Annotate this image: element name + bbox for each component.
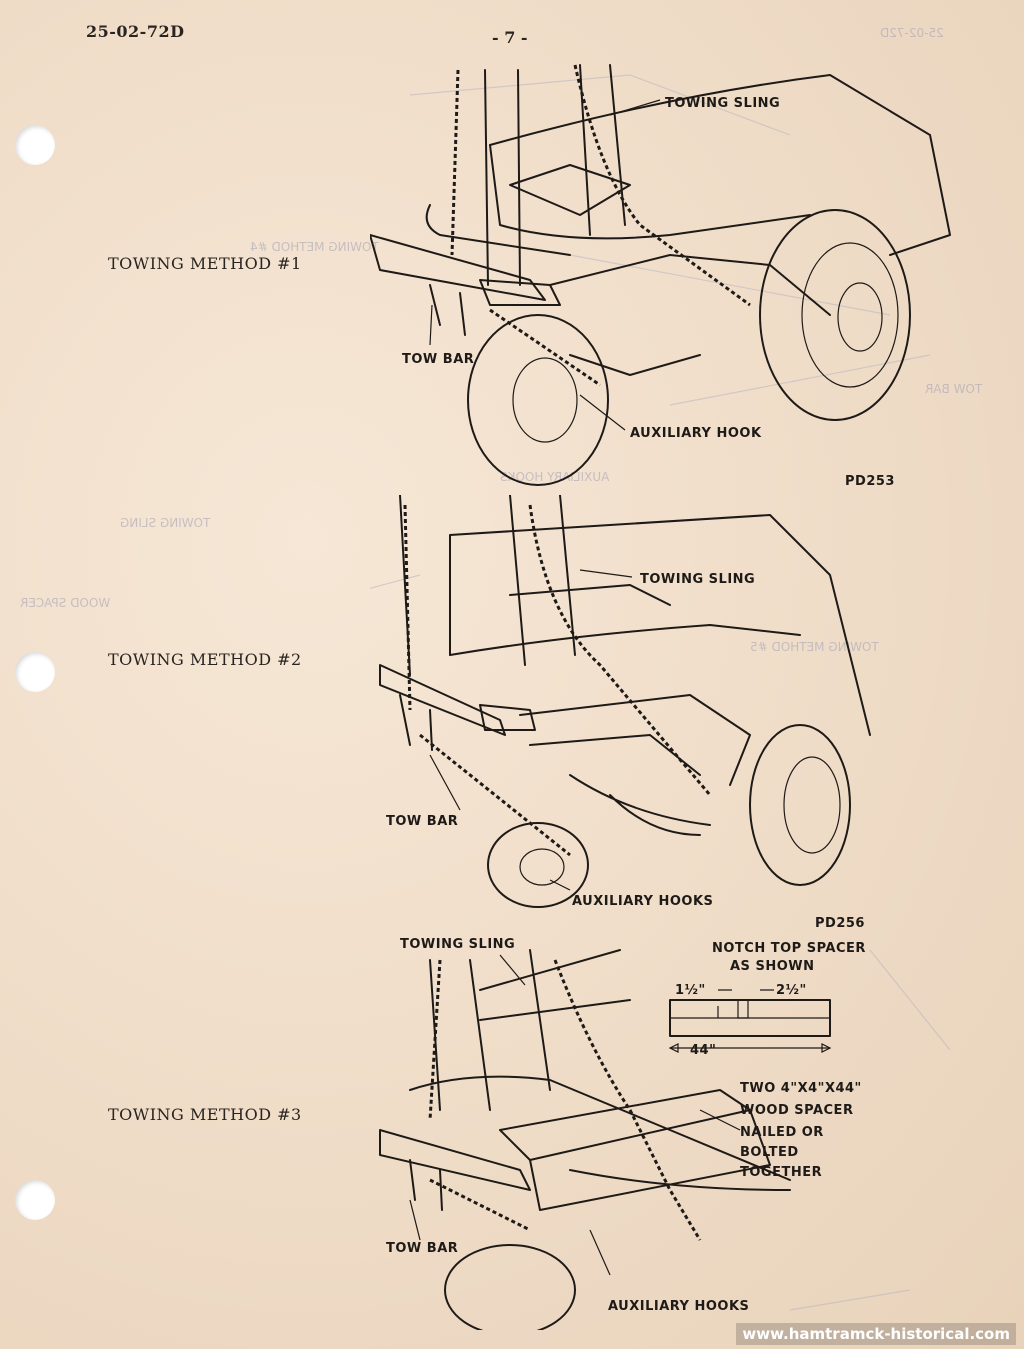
document-number: 25-02-72D [86, 22, 185, 41]
bleed-through-text: TOWING METHOD #4 [250, 240, 379, 254]
binder-hole-top [15, 125, 55, 165]
source-watermark: www.hamtramck-historical.com [736, 1323, 1016, 1345]
label-dim-length: 44" [690, 1043, 716, 1058]
method-label-3: TOWING METHOD #3 [108, 1105, 302, 1124]
label-tow-bar: TOW BAR [386, 814, 458, 829]
label-spacer-line3: NAILED OR [740, 1125, 824, 1140]
bleed-through-text: WOOD SPACER [20, 596, 111, 610]
label-notch-line1: NOTCH TOP SPACER [712, 941, 866, 956]
label-auxiliary-hooks: AUXILIARY HOOKS [572, 894, 713, 909]
label-spacer-line1: TWO 4"X4"X44" [740, 1081, 862, 1096]
label-auxiliary-hook: AUXILIARY HOOK [630, 426, 762, 441]
binder-hole-bottom [15, 1180, 55, 1220]
method-label-1: TOWING METHOD #1 [108, 254, 302, 273]
bleed-through-text: 25-02-72D [880, 26, 944, 40]
method-label-2: TOWING METHOD #2 [108, 650, 302, 669]
label-towing-sling: TOWING SLING [400, 937, 515, 952]
page-number: - 7 - [492, 28, 528, 47]
label-notch-line2: AS SHOWN [730, 959, 814, 974]
figure-towing-method-1: TOWING SLING TOW BAR AUXILIARY HOOK PD25… [370, 64, 951, 489]
label-tow-bar: TOW BAR [386, 1241, 458, 1256]
figure-towing-method-3: TOWING SLING NOTCH TOP SPACER AS SHOWN 1… [379, 937, 951, 1330]
label-spacer-line2: WOOD SPACER [740, 1103, 853, 1118]
figure-towing-method-2: TOWING SLING TOW BAR AUXILIARY HOOKS PD2… [370, 495, 871, 931]
label-auxiliary-hooks: AUXILIARY HOOKS [608, 1299, 749, 1314]
label-tow-bar: TOW BAR [402, 352, 474, 367]
label-spacer-line4: BOLTED [740, 1145, 799, 1160]
binder-hole-middle [15, 652, 55, 692]
label-towing-sling: TOWING SLING [640, 572, 755, 587]
label-dim-left: 1½" [675, 983, 706, 998]
label-towing-sling: TOWING SLING [665, 96, 780, 111]
figure-id: PD253 [845, 474, 895, 489]
figure-id: PD256 [815, 916, 865, 931]
label-spacer-line5: TOGETHER [740, 1165, 822, 1180]
bleed-through-text: TOWING SLING [120, 516, 211, 530]
label-dim-right: 2½" [776, 983, 807, 998]
